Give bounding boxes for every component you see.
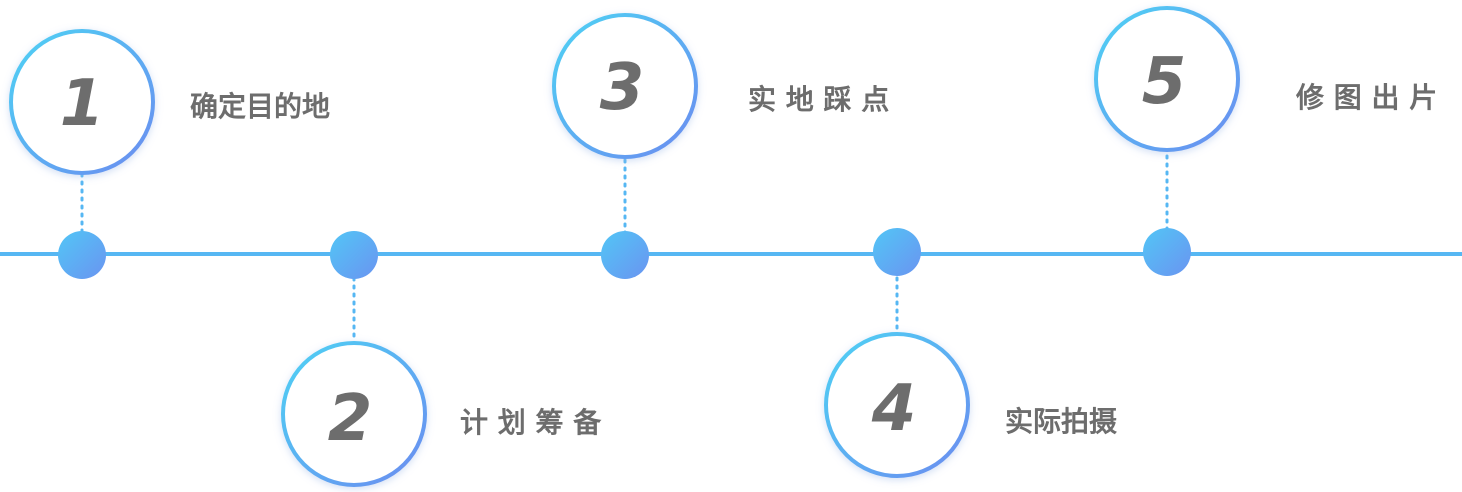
step-5: 5 修 图 出 片 <box>1094 6 1437 276</box>
step-number: 3 <box>600 51 645 125</box>
step-label: 实 地 踩 点 <box>748 83 889 116</box>
step-label: 修 图 出 片 <box>1295 81 1437 114</box>
step-number: 5 <box>1142 45 1187 119</box>
step-label: 计 划 筹 备 <box>460 406 602 439</box>
step-number-ring <box>1094 6 1240 152</box>
step-number: 4 <box>871 372 917 446</box>
timeline-node-dot <box>58 231 106 279</box>
step-number-ring <box>9 29 155 175</box>
step-number: 2 <box>328 382 373 456</box>
timeline-node-dot <box>330 231 378 279</box>
step-label: 实际拍摄 <box>1005 405 1118 438</box>
step-number-ring <box>552 13 698 159</box>
timeline-node-dot <box>873 228 921 276</box>
timeline-node-dot <box>1143 228 1191 276</box>
step-number-ring <box>824 332 970 478</box>
step-1: 1 确定目的地 <box>9 29 330 279</box>
step-number-ring <box>281 341 427 487</box>
step-number: 1 <box>60 67 105 141</box>
step-2: 2 计 划 筹 备 <box>281 231 602 487</box>
step-3: 3 实 地 踩 点 <box>552 13 889 279</box>
step-label: 确定目的地 <box>190 90 330 123</box>
step-4: 4 实际拍摄 <box>824 228 1118 478</box>
timeline-node-dot <box>601 231 649 279</box>
